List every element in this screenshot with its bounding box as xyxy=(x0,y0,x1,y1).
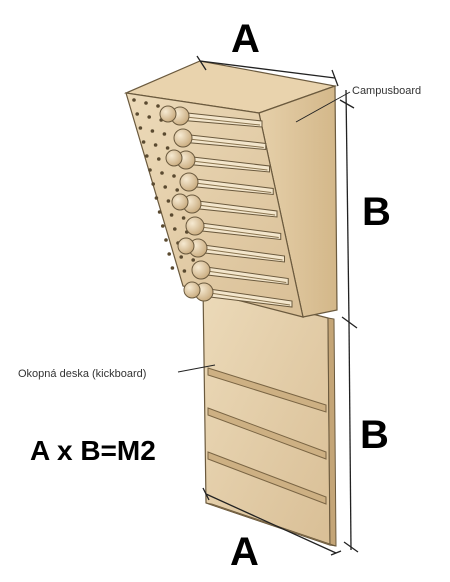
dim-b-lower-line xyxy=(348,321,352,551)
bolt-hole xyxy=(163,185,167,189)
dim-b-lower-tick-bottom xyxy=(343,541,359,553)
campus-hold xyxy=(177,237,195,255)
kickboard-slot xyxy=(207,451,327,505)
bolt-hole xyxy=(173,227,177,231)
campus-rung-edge xyxy=(197,204,276,216)
bolt-hole xyxy=(181,216,186,220)
campusboard-rungs xyxy=(177,111,293,308)
dim-a-bottom-label: A xyxy=(230,530,259,574)
bolt-hole xyxy=(148,168,152,172)
bolt-hole xyxy=(156,104,160,108)
dim-a-top-label: A xyxy=(231,17,260,61)
bolt-hole xyxy=(170,266,175,270)
bolt-hole xyxy=(145,154,149,158)
bolt-hole xyxy=(165,146,170,150)
bolt-hole xyxy=(166,199,171,203)
dim-a-bottom-tick-left xyxy=(202,487,210,501)
dim-a-bottom-tick-right xyxy=(330,550,342,556)
bolt-hole xyxy=(164,238,168,242)
campus-hold xyxy=(171,193,189,211)
campus-rung-edge xyxy=(209,292,291,306)
bolt-hole xyxy=(153,143,158,147)
bolt-hole xyxy=(154,196,159,200)
bolt-hole xyxy=(144,101,148,105)
kickboard-slots xyxy=(207,367,327,505)
dim-a-bottom-line xyxy=(205,493,337,554)
bolt-hole xyxy=(135,112,139,116)
bolt-hole xyxy=(151,182,155,186)
campus-hold xyxy=(165,149,183,167)
bolt-hole xyxy=(138,126,143,130)
campus-hold xyxy=(185,216,205,236)
dim-b-lower-label: B xyxy=(360,413,389,457)
kickboard-slot xyxy=(207,367,327,413)
kickboard-slot xyxy=(207,407,327,460)
campus-rung-edge xyxy=(194,182,272,193)
dim-b-upper-label: B xyxy=(362,190,391,234)
dim-a-top-line xyxy=(199,60,336,79)
kickboard-leader xyxy=(177,364,216,373)
campus-hold xyxy=(179,172,199,192)
dim-a-top-tick-right xyxy=(331,69,339,87)
campus-hold xyxy=(191,260,211,280)
bolt-hole xyxy=(182,269,187,273)
bolt-hole xyxy=(162,132,167,136)
campus-rung-edge xyxy=(200,226,279,238)
campus-rung-edge xyxy=(185,116,261,126)
bolt-hole xyxy=(175,188,179,192)
dim-a-top-tick-left xyxy=(196,55,207,71)
bolt-hole xyxy=(147,115,151,119)
campus-hold xyxy=(159,105,177,123)
campusboard-label: Campusboard xyxy=(352,85,421,97)
bolt-hole xyxy=(179,255,183,259)
campusboard-holes xyxy=(132,98,199,276)
campus-rung-edge xyxy=(206,270,287,283)
bolt-hole xyxy=(172,174,176,178)
bolt-hole xyxy=(150,129,155,133)
bolt-hole xyxy=(132,98,136,102)
dim-b-mid-tick xyxy=(341,316,358,329)
bolt-hole xyxy=(169,213,174,217)
kickboard-label: Okopná deska (kickboard) xyxy=(18,368,146,380)
bolt-hole xyxy=(167,252,171,256)
bolt-hole xyxy=(160,171,164,175)
campusboard-box xyxy=(123,60,338,318)
kickboard-panel xyxy=(202,285,337,547)
dim-b-upper-tick-top xyxy=(339,99,355,109)
bolt-hole xyxy=(191,258,195,262)
dimension-lines xyxy=(177,55,359,556)
dim-b-upper-line xyxy=(345,89,350,323)
campus-hold xyxy=(173,128,193,148)
bolt-hole xyxy=(161,224,165,228)
campus-rung-edge xyxy=(203,248,283,261)
area-formula: A x B=M2 xyxy=(30,435,156,466)
campus-hold xyxy=(183,281,201,299)
bolt-hole xyxy=(157,157,161,161)
campus-rung-edge xyxy=(191,160,268,171)
bolt-hole xyxy=(141,140,146,144)
campusboard-leader xyxy=(295,91,351,123)
campus-rung-edge xyxy=(188,138,264,148)
bolt-hole xyxy=(157,210,162,214)
campusboard-holds xyxy=(159,105,214,302)
